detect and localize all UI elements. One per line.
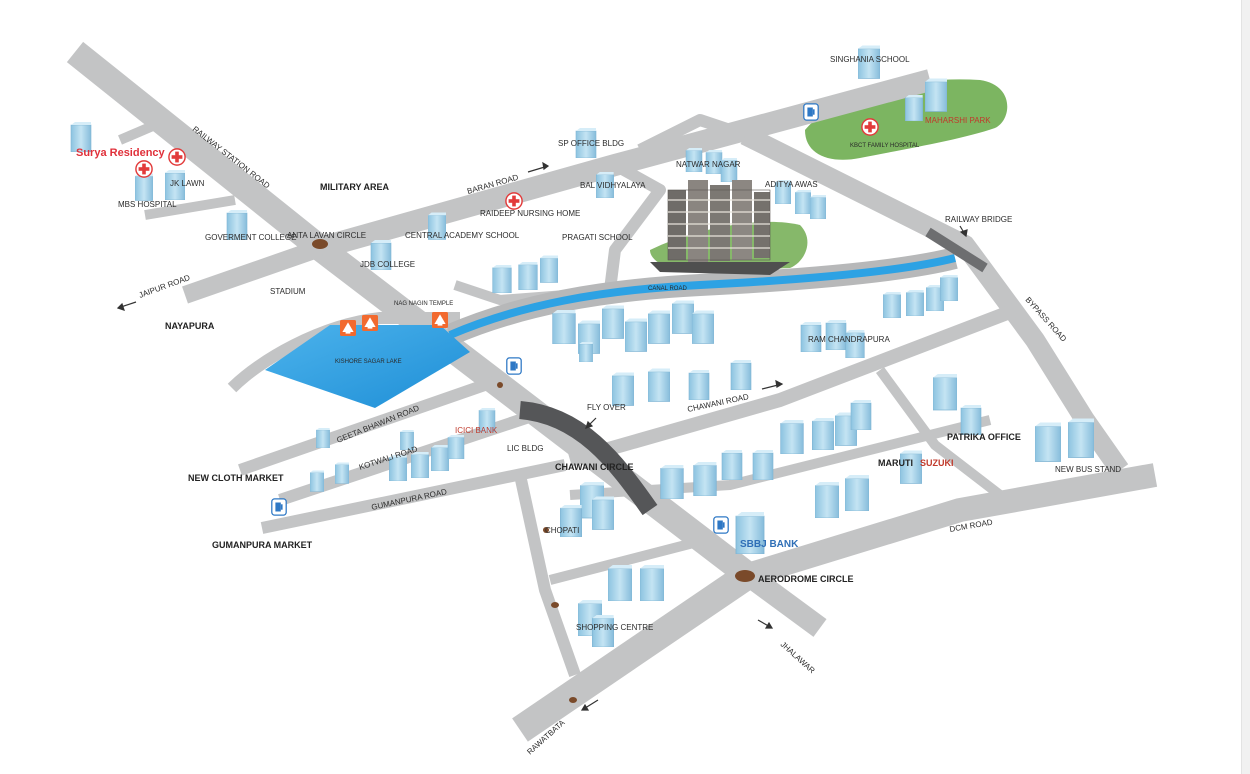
natwar-road (604, 159, 666, 291)
inner-road-1 (548, 535, 707, 585)
page-edge (1241, 0, 1250, 774)
jhalawar-label: JHALAWAR (779, 640, 817, 676)
aerodrome-road-south (512, 563, 756, 742)
anta-circle-label: ANTA LAVAN CIRCLE (287, 231, 366, 240)
central-academy-label: CENTRAL ACADEMY SCHOOL (405, 231, 520, 240)
sbbj-bank-label: SBBJ BANK (740, 539, 799, 550)
kishore-lake-label: KISHORE SAGAR LAKE (335, 359, 402, 365)
pragati-school-label: PRAGATI SCHOOL (562, 233, 633, 242)
jaipur-road (182, 239, 323, 304)
nag-nagin-label: NAG NAGIN TEMPLE (394, 301, 453, 307)
temple-icon (340, 320, 356, 336)
shopping-centre-label: SHOPPING CENTRE (576, 623, 653, 632)
dcm-road (744, 463, 1158, 587)
inner-road-2 (569, 415, 992, 500)
military-area-label: MILITARY AREA (320, 182, 389, 192)
hospital-icon (505, 192, 523, 210)
natwar-road-2 (637, 114, 747, 156)
temple-icon (362, 315, 378, 331)
maharshi-park-label: MAHARSHI PARK (925, 116, 991, 125)
canal-water (448, 254, 956, 339)
hospital-icon (135, 160, 153, 178)
gumanpura-market-label: GUMANPURA MARKET (212, 540, 313, 550)
chopati-road (514, 473, 581, 677)
project-tower-icon (650, 180, 790, 275)
aditya-awas-label: ADITYA AWAS (765, 180, 818, 189)
nayapura-label: NAYAPURA (165, 321, 215, 331)
government-college-label: GOVERMENT COLLEGE (205, 233, 296, 242)
suzuki-label: SUZUKI (920, 458, 954, 468)
bypass-road (740, 126, 1129, 476)
new-cloth-market-label: NEW CLOTH MARKET (188, 473, 284, 483)
natwar-nagar-label: NATWAR NAGAR (676, 160, 741, 169)
fuel-icon (803, 103, 819, 121)
singhania-school-label: SINGHANIA SCHOOL (830, 55, 910, 64)
gumanpura-road (260, 459, 567, 534)
stadium-label: STADIUM (270, 287, 306, 296)
inner-road-3 (875, 367, 1004, 499)
canal-road-label: CANAL ROAD (648, 286, 687, 292)
surya-residency-label: Surya Residency (76, 147, 166, 159)
patrika-office-label: PATRIKA OFFICE (947, 432, 1021, 442)
mbs-lane (144, 195, 236, 220)
fuel-icon (506, 357, 522, 375)
railway-bridge-structure (925, 227, 988, 273)
new-bus-stand-label: NEW BUS STAND (1055, 465, 1121, 474)
fuel-icon (271, 498, 287, 516)
kishore-sagar-lake (265, 325, 470, 408)
fly-over-label: FLY OVER (587, 403, 626, 412)
bal-vidhyalaya-label: BAL VIDHYALAYA (580, 181, 646, 190)
lic-bldg-label: LIC BLDG (507, 444, 543, 453)
ram-chandrapura-label: RAM CHANDRAPURA (808, 335, 890, 344)
mbs-hospital-label: MBS HOSPITAL (118, 200, 177, 209)
flyover (518, 401, 658, 516)
geeta-bhawan-road (238, 372, 507, 476)
hospital-icon (168, 148, 186, 166)
circle-marker (312, 239, 755, 703)
hospital-icon (861, 118, 879, 136)
kbct-hospital-label: KBCT FAMILY HOSPITAL (850, 143, 920, 149)
sp-lane (118, 120, 157, 145)
aerodrome-circle-label: AERODROME CIRCLE (758, 574, 854, 584)
direction-arrows (116, 161, 968, 711)
railway-bridge-label: RAILWAY BRIDGE (945, 215, 1012, 224)
raideep-nursing-label: RAIDEEP NURSING HOME (480, 209, 580, 218)
icici-bank-label: ICICI BANK (455, 426, 498, 435)
chawani-circle-label: CHAWANI CIRCLE (555, 462, 634, 472)
chawani-road (568, 303, 1018, 467)
sp-office-label: SP OFFICE BLDG (558, 139, 624, 148)
fuel-icon (713, 516, 729, 534)
chopati-label: CHOPATI (545, 526, 579, 535)
jdb-college-label: JDB COLLEGE (360, 260, 415, 269)
temple-icon (432, 312, 448, 328)
jk-lawn-label: JK LAWN (170, 179, 205, 188)
maruti-label: MARUTI (878, 458, 913, 468)
